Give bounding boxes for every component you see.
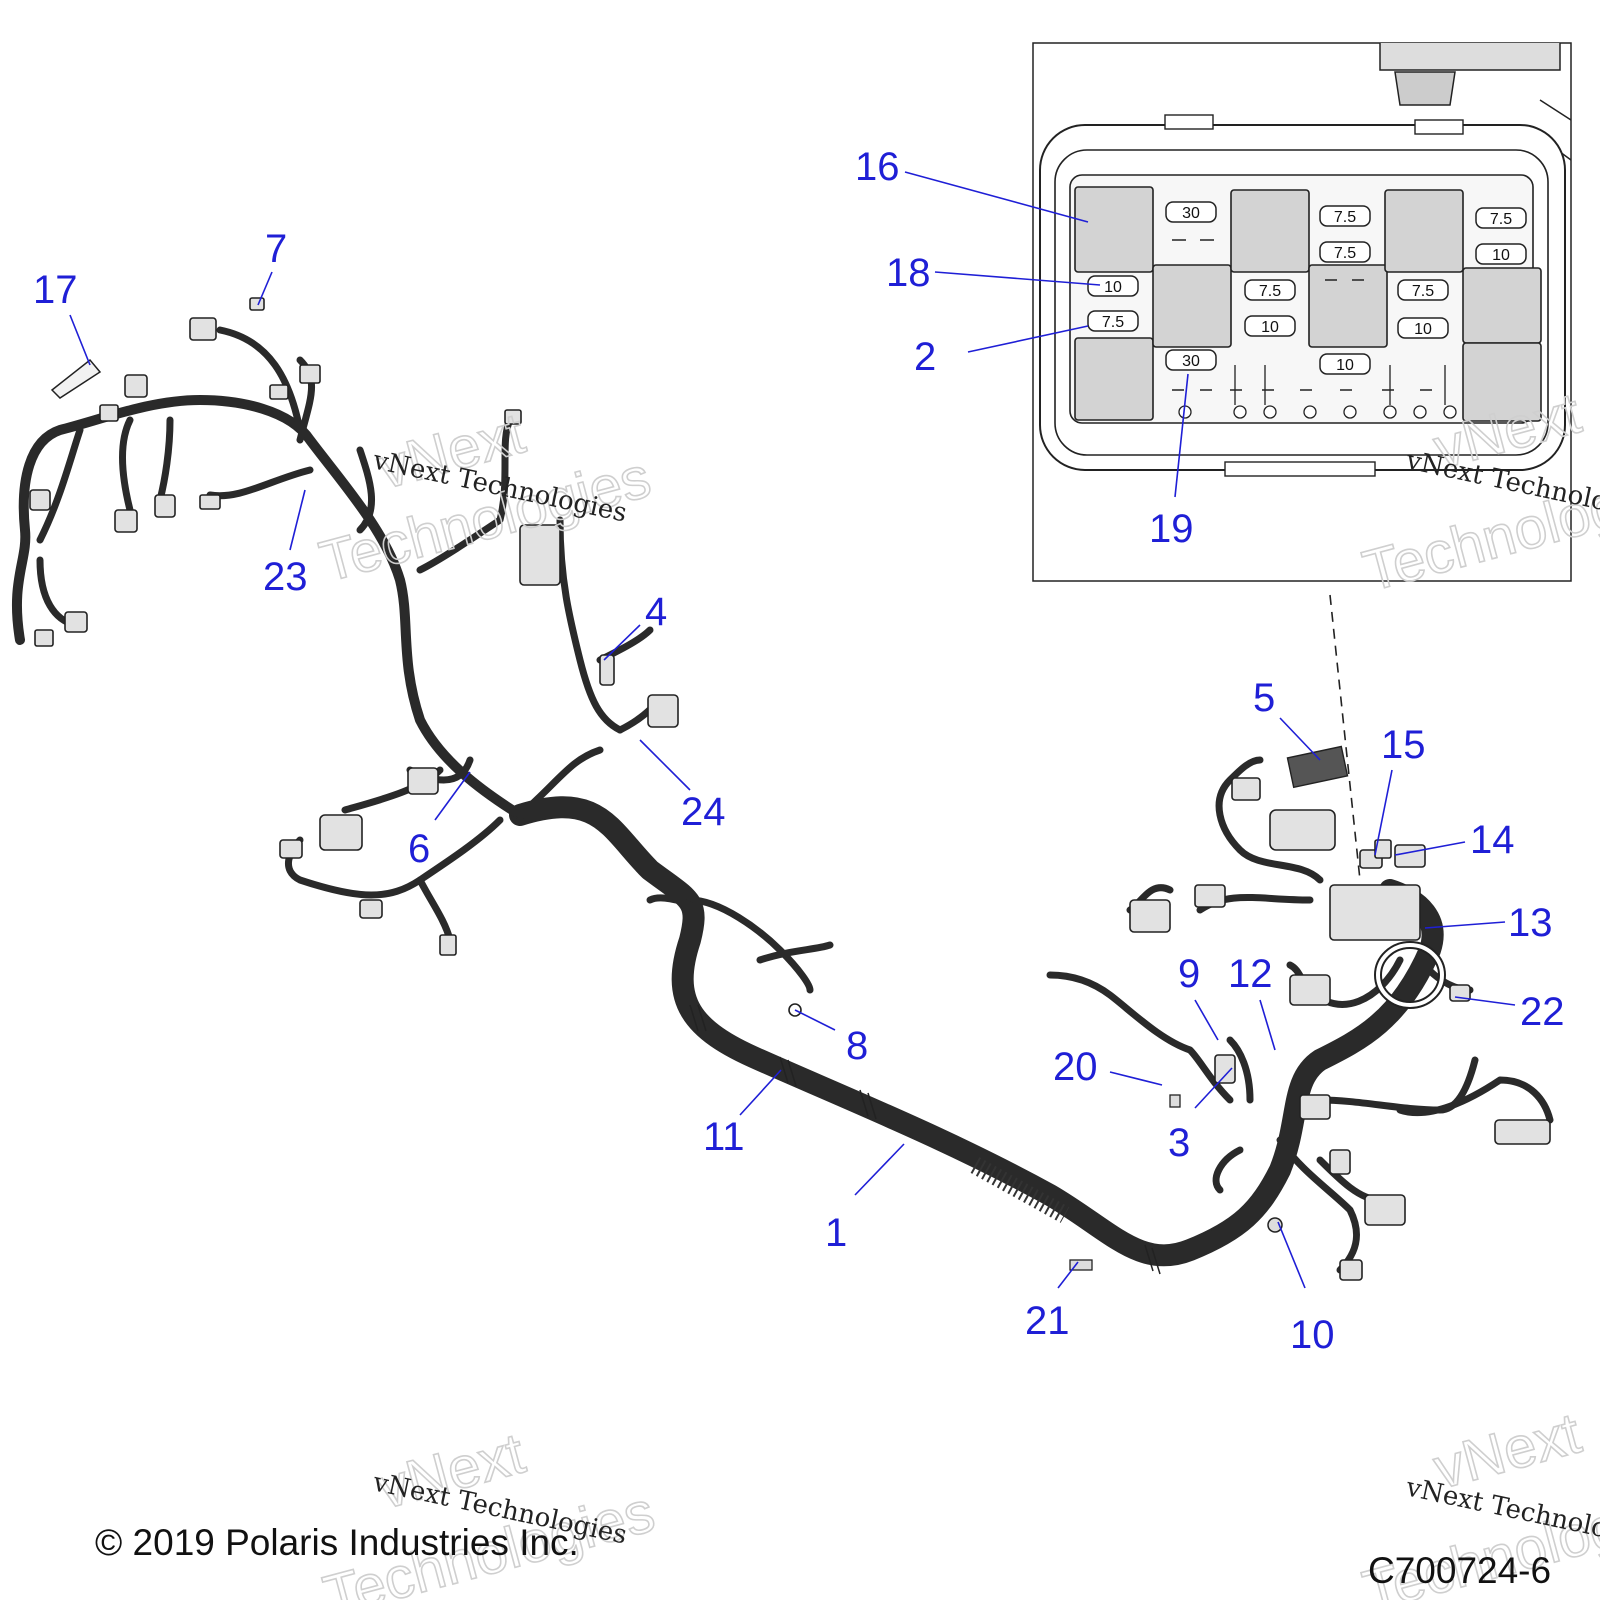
fuse-rating: 10 [1414, 321, 1432, 338]
callout-23: 23 [263, 555, 308, 599]
fuse: 7.5 [1475, 207, 1527, 229]
fuse: 10 [1244, 315, 1296, 337]
callout-9: 9 [1178, 952, 1200, 996]
callout-15: 15 [1381, 723, 1426, 767]
callout-4: 4 [645, 590, 667, 634]
callout-21: 21 [1025, 1299, 1070, 1343]
callout-24: 24 [681, 790, 726, 834]
callout-17: 17 [33, 268, 78, 312]
fuse: 10 [1319, 353, 1371, 375]
fuse-rating: 7.5 [1334, 245, 1356, 262]
callout-11: 11 [703, 1115, 745, 1159]
fuse: 7.5 [1319, 241, 1371, 263]
callout-10: 10 [1290, 1313, 1335, 1357]
fuse-rating: 30 [1182, 205, 1200, 222]
callout-7: 7 [265, 227, 287, 271]
callout-20: 20 [1053, 1045, 1098, 1089]
copyright-text: © 2019 Polaris Industries Inc. [95, 1522, 579, 1563]
fuse: 7.5 [1087, 310, 1139, 332]
callout-12: 12 [1228, 952, 1273, 996]
fuse-box-inset: 30 7.5 7.5 7.5 10 10 7.5 7.5 10 10 10 7.… [1032, 42, 1572, 582]
fuse: 7.5 [1244, 279, 1296, 301]
main-harness [12, 297, 1554, 1281]
fuse-rating: 7.5 [1334, 209, 1356, 226]
fuse-rating: 7.5 [1490, 211, 1512, 228]
callout-2: 2 [914, 335, 936, 379]
fuse: 30 [1165, 201, 1217, 223]
fuse-rating: 30 [1182, 353, 1200, 370]
leader-lines [69, 171, 1516, 1289]
fuse: 10 [1397, 317, 1449, 339]
diagram-code: C700724-6 [1368, 1550, 1551, 1591]
callout-22: 22 [1520, 990, 1565, 1034]
callout-18: 18 [886, 251, 931, 295]
fuse: 30 [1165, 349, 1217, 371]
callout-14: 14 [1470, 818, 1515, 862]
callout-labels: 1 2 3 4 5 6 7 8 9 10 11 12 13 14 15 16 1… [33, 145, 1565, 1357]
callout-19: 19 [1149, 507, 1194, 551]
callout-6: 6 [408, 827, 430, 871]
callout-5: 5 [1253, 676, 1275, 720]
callout-3: 3 [1168, 1121, 1190, 1165]
fuse-rating: 7.5 [1259, 283, 1281, 300]
fuse: 10 [1087, 275, 1139, 297]
inset-link-line [1329, 594, 1361, 881]
callout-16: 16 [855, 145, 900, 189]
fuse: 7.5 [1319, 205, 1371, 227]
fuse-group: 30 7.5 7.5 7.5 10 10 7.5 7.5 10 10 10 7.… [1087, 201, 1527, 375]
fuse: 10 [1475, 243, 1527, 265]
callout-13: 13 [1508, 901, 1553, 945]
callout-8: 8 [846, 1024, 868, 1068]
fuse-rating: 7.5 [1412, 283, 1434, 300]
fuse-rating: 7.5 [1102, 314, 1124, 331]
fuse: 7.5 [1397, 279, 1449, 301]
fuse-rating: 10 [1104, 279, 1122, 296]
fuse-rating: 10 [1492, 247, 1510, 264]
callout-1: 1 [825, 1211, 847, 1255]
fuse-rating: 10 [1336, 357, 1354, 374]
fuse-rating: 10 [1261, 319, 1279, 336]
